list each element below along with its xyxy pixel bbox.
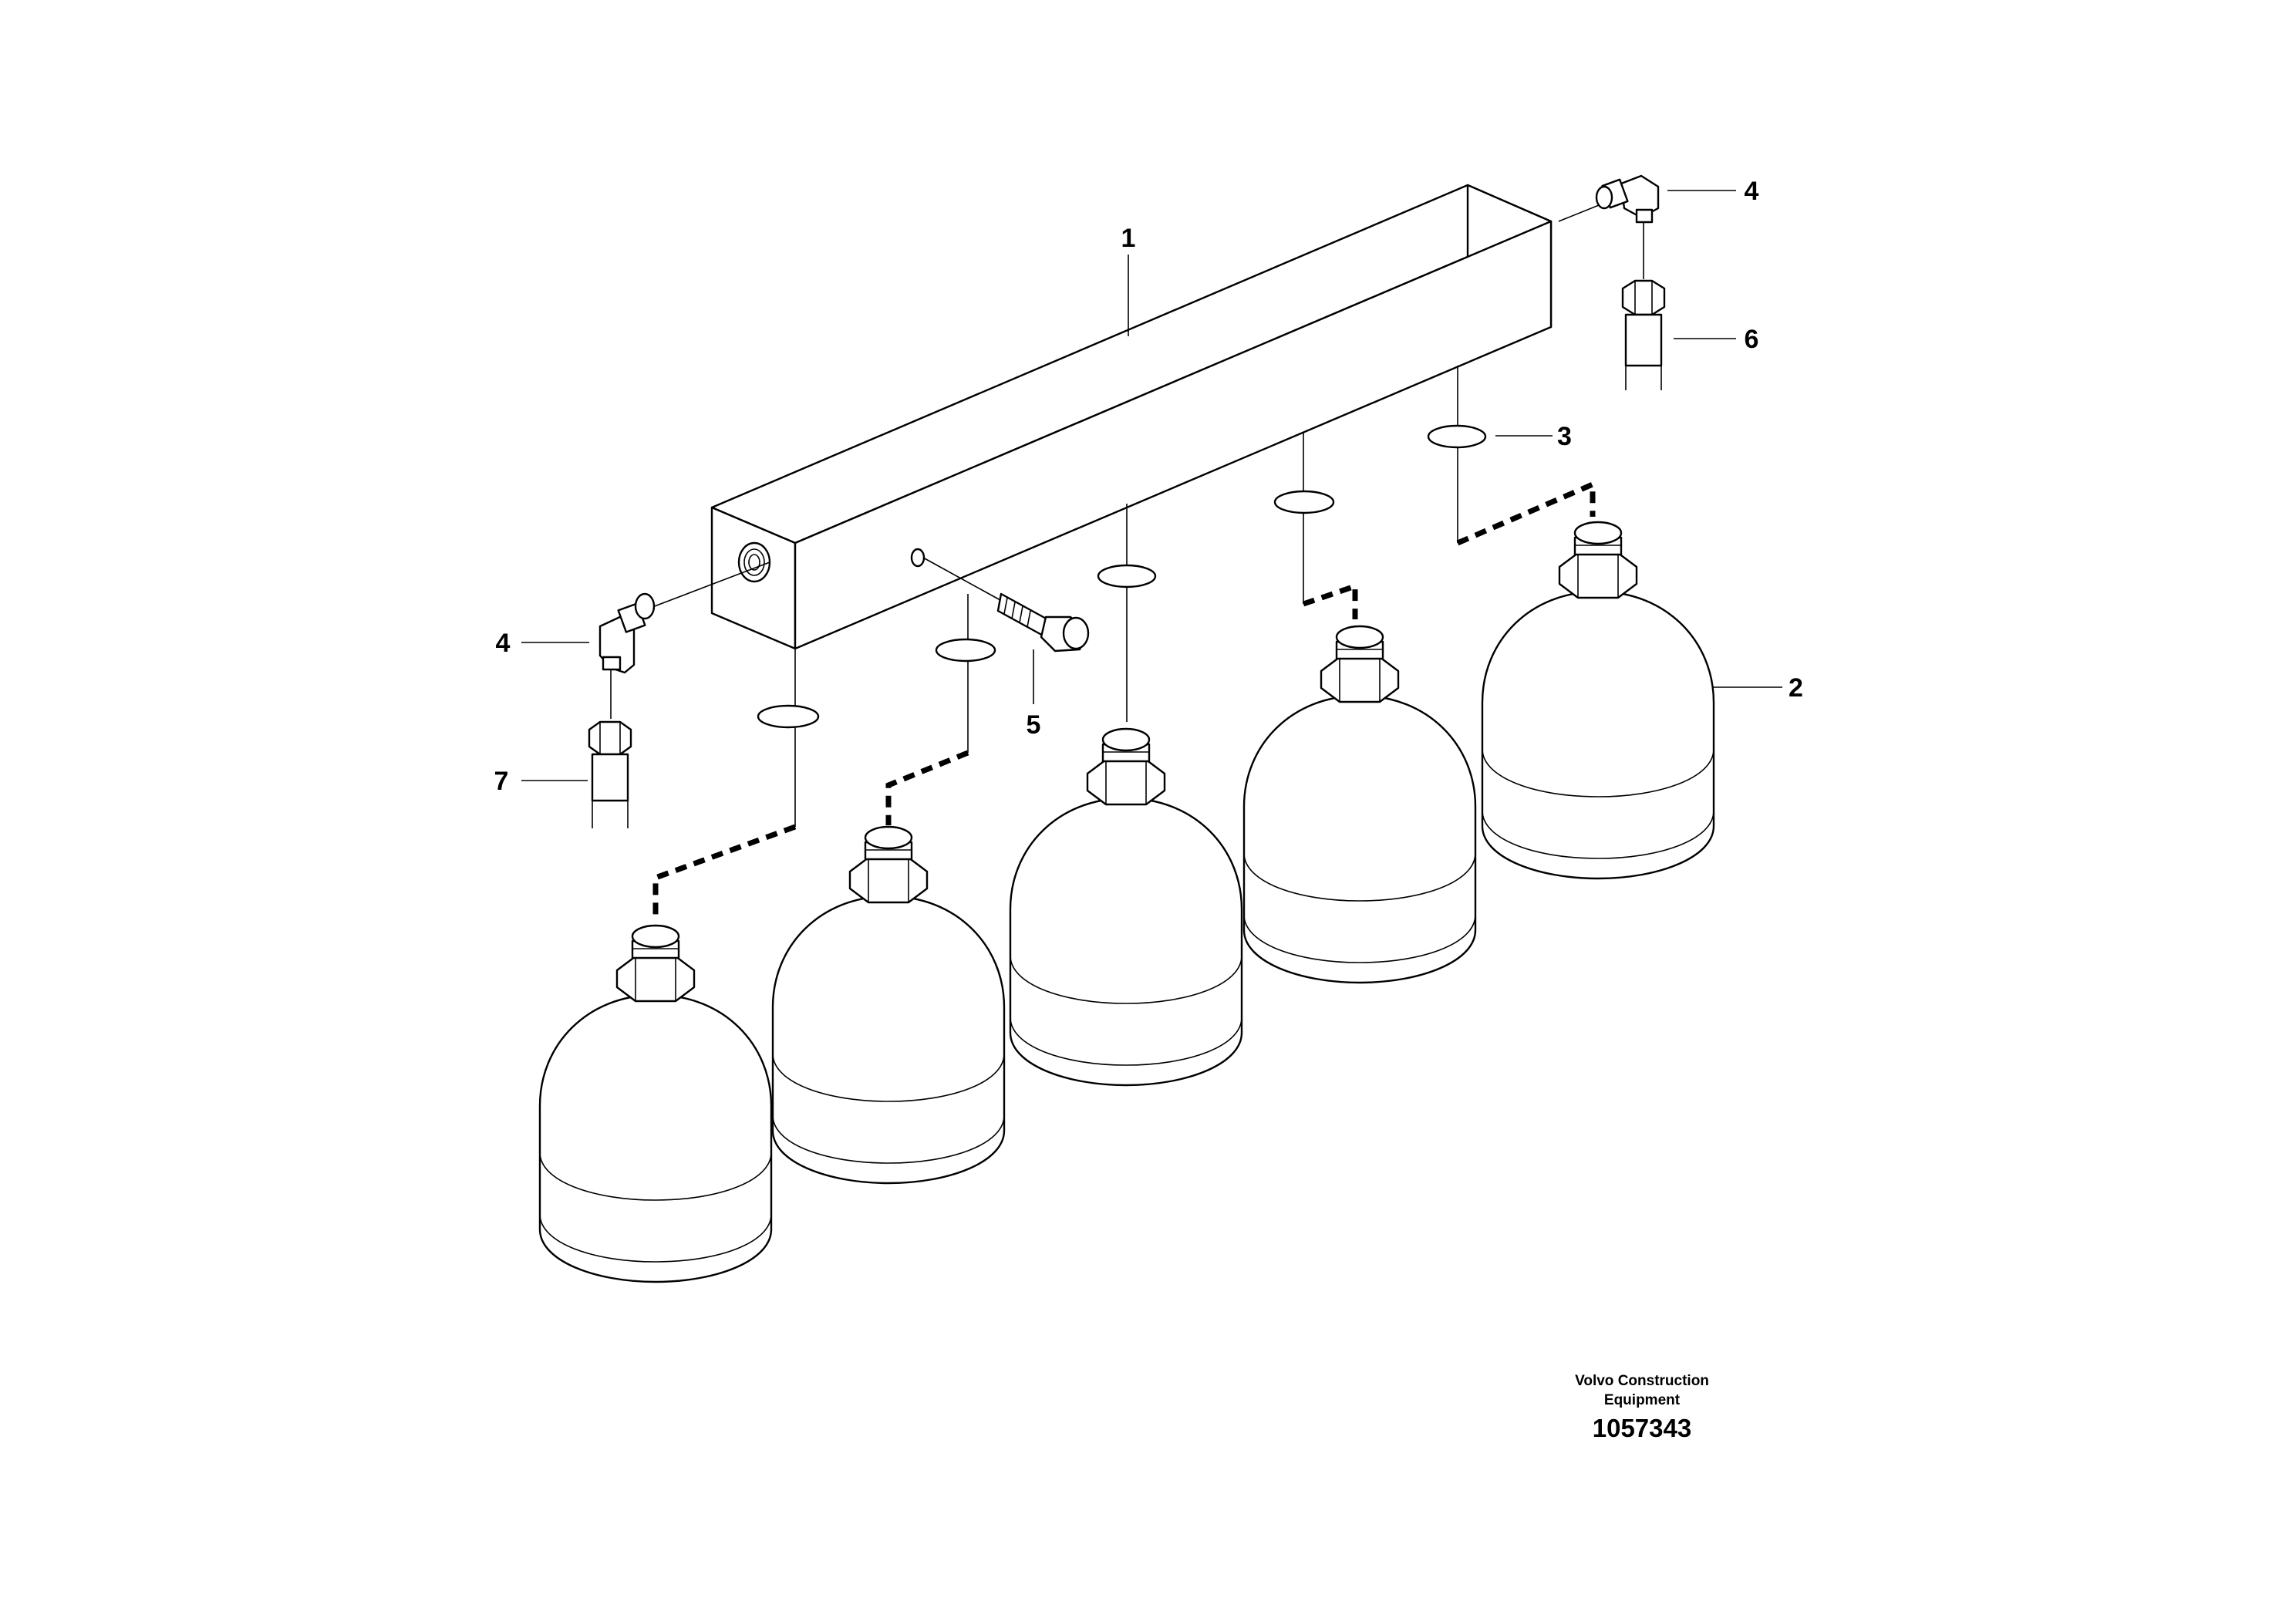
callout-5: 5: [1027, 710, 1041, 740]
callout-3: 3: [1557, 422, 1572, 451]
o-ring: [1097, 564, 1157, 588]
o-ring: [1427, 424, 1487, 449]
callout-labels: 1 2 3 4 4 5 6 7: [494, 177, 1803, 796]
callout-4-left: 4: [496, 629, 511, 658]
leader-lines: [521, 190, 1782, 781]
accumulator: [1481, 521, 1715, 880]
callout-2: 2: [1789, 673, 1803, 703]
hose-end-right: [1621, 279, 1666, 390]
credit-line-1: Volvo Construction: [1575, 1373, 1709, 1389]
credit-line-2: Equipment: [1604, 1392, 1681, 1408]
hose-end-left: [588, 720, 632, 828]
credit-block: Volvo Construction Equipment 1057343: [1575, 1373, 1709, 1442]
callout-4-right: 4: [1745, 177, 1759, 206]
callout-1: 1: [1121, 224, 1136, 253]
o-rings: [757, 424, 1487, 729]
accumulator: [1242, 625, 1477, 984]
callout-7: 7: [494, 767, 509, 796]
callout-6: 6: [1745, 325, 1759, 354]
o-ring: [1273, 490, 1335, 514]
document-number: 1057343: [1593, 1414, 1691, 1442]
connection-lines: [610, 200, 1644, 922]
o-ring: [935, 638, 996, 663]
accumulator: [1009, 727, 1243, 1087]
bolt: [996, 592, 1090, 653]
accumulator: [538, 924, 773, 1283]
manifold-block: [710, 184, 1553, 650]
o-ring: [757, 704, 820, 729]
accumulator: [771, 825, 1006, 1185]
elbow-fitting-right: [1595, 174, 1660, 224]
elbow-fitting-left: [598, 592, 656, 674]
